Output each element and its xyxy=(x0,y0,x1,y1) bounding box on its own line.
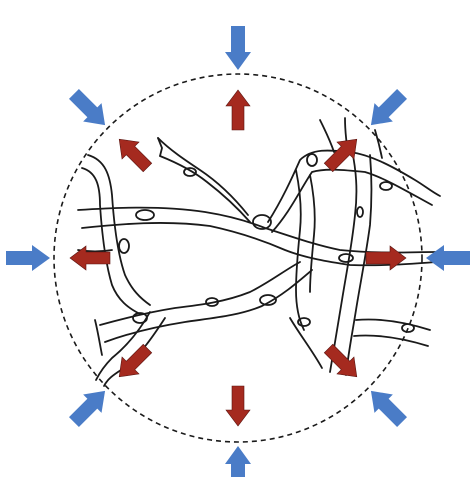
inward-arrow-right-icon xyxy=(426,245,470,271)
inward-arrow-top-left-icon xyxy=(65,85,114,134)
inward-arrow-top-icon xyxy=(225,26,251,70)
vessel-center-vertical-inner xyxy=(310,175,315,292)
inward-arrow-bottom-left-icon xyxy=(65,382,114,431)
vessel-upper-right-inner xyxy=(272,170,432,232)
inward-arrow-bottom-right-icon xyxy=(362,382,411,431)
inward-arrow-bottom-icon xyxy=(225,446,251,477)
vessel-central-horizontal xyxy=(78,208,436,253)
outward-arrow-bottom-right-icon xyxy=(320,340,365,385)
vessel-upper-left xyxy=(158,138,248,215)
inward-arrow-left-icon xyxy=(6,245,50,271)
inward-arrow-top-right-icon xyxy=(362,85,411,134)
arrows-layer xyxy=(6,26,470,477)
outward-arrow-bottom-left-icon xyxy=(111,340,156,385)
outward-arrow-bottom-icon xyxy=(226,386,250,426)
outward-arrow-top-left-icon xyxy=(111,131,156,176)
outward-arrow-right-icon xyxy=(366,246,406,270)
vessel-lower-left xyxy=(100,262,300,325)
vessel-left-loop xyxy=(88,155,150,305)
vessel-center-vertical xyxy=(296,170,304,330)
outward-arrow-top-icon xyxy=(226,90,250,130)
